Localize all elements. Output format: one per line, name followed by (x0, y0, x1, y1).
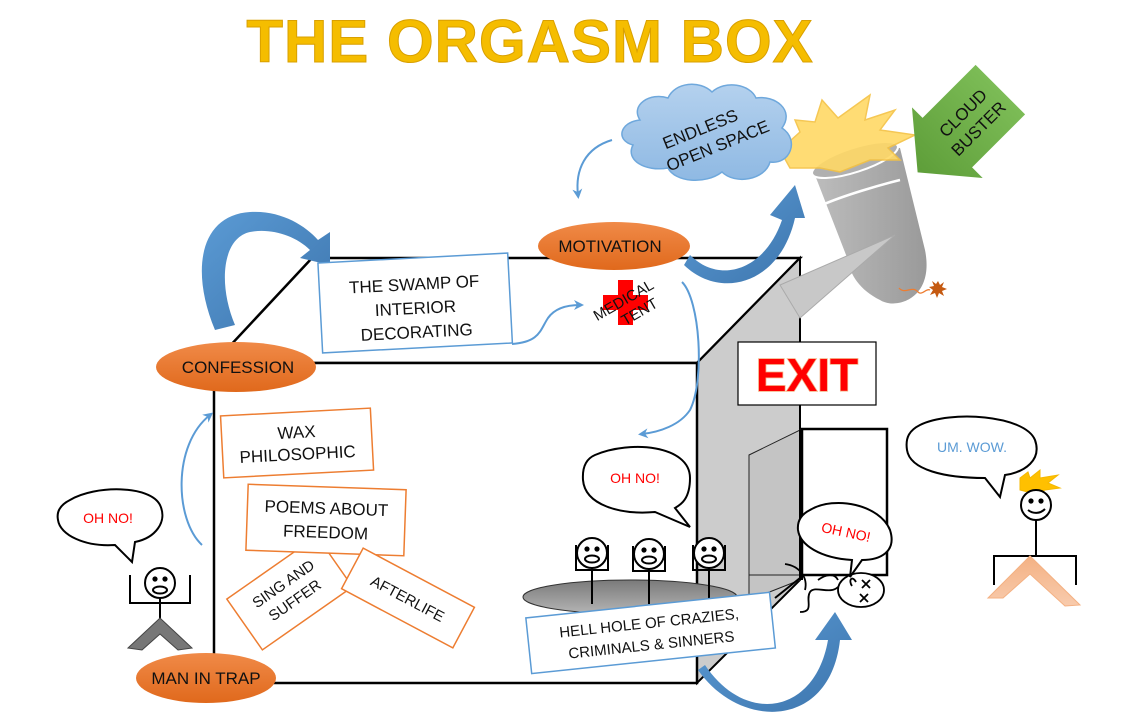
svg-text:POEMS ABOUTFREEDOM: POEMS ABOUTFREEDOM (263, 497, 388, 544)
exit-sign-text: EXIT (756, 349, 858, 401)
exit-sign: EXIT (737, 341, 877, 406)
svg-text:CONFESSION: CONFESSION (182, 358, 294, 377)
fuse-spark-icon (929, 281, 947, 298)
svg-text:OH NO!: OH NO! (83, 510, 133, 526)
swamp-box: THE SWAMP OFINTERIORDECORATING (317, 252, 514, 354)
cannon-beam (779, 234, 896, 319)
explosion-burst (779, 93, 918, 173)
arrow-confession-to-swamp (201, 211, 330, 330)
stage-motivation: MOTIVATION (538, 222, 690, 270)
speech-bubble-fallen: OH NO! (796, 502, 893, 578)
stage-confession: CONFESSION (156, 342, 316, 392)
fuse (898, 287, 931, 294)
arrow-medical-to-hellhole (638, 281, 700, 439)
legs-chevron (126, 617, 194, 651)
arrow-swamp-to-medical (511, 300, 584, 345)
stick-figure-observer (986, 468, 1082, 607)
stick-figure-sad-2 (632, 538, 666, 604)
arrow-trap-to-confession (180, 412, 214, 546)
stage-man-in-trap: MAN IN TRAP (136, 653, 276, 703)
diagram-title: THE ORGASM BOX (246, 8, 813, 75)
arrow-hellhole-to-exit (698, 612, 852, 712)
medical-cross-icon (603, 280, 648, 325)
speech-bubble-man-in-trap: OH NO! (56, 488, 164, 565)
svg-text:MOTIVATION: MOTIVATION (558, 237, 661, 256)
svg-text:MAN IN TRAP: MAN IN TRAP (151, 669, 260, 688)
stick-figure-fallen (784, 563, 885, 613)
legs-chevron-peach (986, 555, 1082, 607)
arrow-cloud-to-motivation (572, 139, 613, 199)
wax-philosophic-box: WAXPHILOSOPHIC (219, 407, 375, 479)
hell-hole-figures (575, 537, 726, 604)
svg-text:UM. WOW.: UM. WOW. (937, 439, 1007, 455)
svg-text:OH NO!: OH NO! (610, 470, 660, 486)
cloud-buster-arrow: CLOUDBUSTER (911, 64, 1026, 179)
poems-about-freedom-box: POEMS ABOUTFREEDOM (245, 483, 407, 557)
speech-bubble-observer: UM. WOW. (905, 415, 1038, 500)
speech-bubble-hell-hole: OH NO! (581, 445, 692, 528)
arrow-motivation-to-cloud (684, 185, 805, 284)
cloud: ENDLESSOPEN SPACE (621, 83, 793, 182)
stick-figure-sad-1 (575, 537, 609, 604)
svg-text:WAXPHILOSOPHIC: WAXPHILOSOPHIC (238, 420, 356, 467)
stick-figure-sad-3 (692, 537, 726, 604)
hell-hole-box: HELL HOLE OF CRAZIES,CRIMINALS & SINNERS (525, 591, 777, 675)
stick-figure-man-in-trap (126, 567, 194, 651)
